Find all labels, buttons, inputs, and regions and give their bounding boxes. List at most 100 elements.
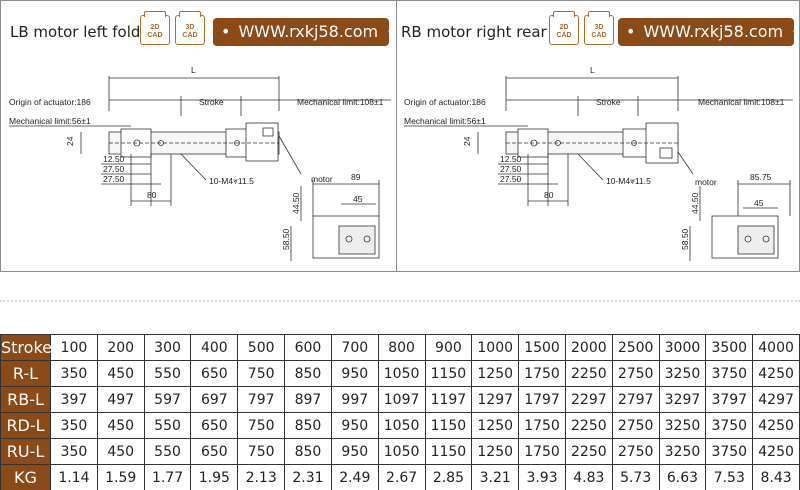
table-cell: 2750 bbox=[611, 438, 660, 465]
table-cell: 4297 bbox=[752, 386, 800, 413]
table-cell: 450 bbox=[96, 412, 145, 439]
origin-label: Origin of actuator:186 bbox=[9, 97, 91, 107]
table-cell: 450 bbox=[96, 438, 145, 465]
table-cell: 1750 bbox=[518, 438, 566, 465]
table-cell: 3250 bbox=[658, 360, 707, 387]
dim-1250-label: 12.50 bbox=[500, 154, 522, 164]
table-cell: 3297 bbox=[658, 386, 707, 413]
hole-spec-label: 10-M4⩔11.5 bbox=[209, 176, 254, 186]
table-cell: 2500 bbox=[611, 334, 660, 361]
table-cell: 350 bbox=[50, 360, 98, 387]
table-cell: 1050 bbox=[377, 360, 426, 387]
table-cell: 3750 bbox=[705, 438, 754, 465]
table-cell: 950 bbox=[330, 360, 379, 387]
row-header-cell: R-L bbox=[0, 360, 51, 387]
cad-3d-sublabel: CAD bbox=[591, 32, 607, 39]
table-cell: 3250 bbox=[658, 412, 707, 439]
drawing-panels: LB motor left fold 2D CAD 3D CAD •WWW.rx… bbox=[0, 0, 800, 272]
table-cell: 2.85 bbox=[424, 464, 473, 490]
table-cell: 200 bbox=[96, 334, 145, 361]
table-cell: 4000 bbox=[752, 334, 800, 361]
table-cell: 850 bbox=[284, 360, 332, 387]
table-cell: 4250 bbox=[752, 412, 800, 439]
table-cell: 4250 bbox=[752, 360, 800, 387]
table-cell: 697 bbox=[190, 386, 239, 413]
panel-title: RB motor right rear fold bbox=[401, 23, 580, 41]
table-cell: 100 bbox=[50, 334, 98, 361]
table-cell: 897 bbox=[284, 386, 332, 413]
dotted-divider bbox=[0, 300, 800, 302]
row-header-cell: Stroke bbox=[0, 334, 52, 361]
dim-L-label: L bbox=[191, 65, 196, 75]
dim-2750b-label: 27.50 bbox=[103, 174, 125, 184]
cad-3d-icon[interactable]: 3D CAD bbox=[584, 11, 614, 45]
dim-2750b-label: 27.50 bbox=[500, 174, 522, 184]
height-5850-label: 58.50 bbox=[281, 228, 291, 250]
cad-2d-icon[interactable]: 2D CAD bbox=[140, 11, 170, 45]
table-cell: 2.49 bbox=[330, 464, 379, 490]
motor-label: motor bbox=[695, 177, 717, 187]
table-cell: 997 bbox=[330, 386, 379, 413]
table-cell: 1250 bbox=[471, 360, 520, 387]
table-cell: 2250 bbox=[564, 412, 613, 439]
table-cell: 1500 bbox=[518, 334, 566, 361]
table-cell: 5.73 bbox=[611, 464, 660, 490]
mech-limit-right-label: Mechanical limit:108±1 bbox=[698, 97, 785, 107]
table-cell: 1250 bbox=[471, 438, 520, 465]
lb-technical-drawing: L Origin of actuator:186 Stroke Mechanic… bbox=[9, 65, 391, 261]
table-cell: 597 bbox=[143, 386, 192, 413]
dim-1250-label: 12.50 bbox=[103, 154, 125, 164]
table-cell: 2297 bbox=[564, 386, 613, 413]
website-link[interactable]: •WWW.rxkj58.com• bbox=[618, 18, 800, 46]
table-cell: 2750 bbox=[611, 360, 660, 387]
panel-title: LB motor left fold bbox=[10, 23, 141, 41]
table-cell: 950 bbox=[330, 438, 379, 465]
website-link[interactable]: •WWW.rxkj58.com• bbox=[213, 18, 396, 46]
table-cell: 550 bbox=[143, 360, 192, 387]
table-cell: 1.14 bbox=[50, 464, 98, 490]
table-cell: 6.63 bbox=[658, 464, 707, 490]
row-header-cell: RD-L bbox=[0, 412, 51, 439]
panel-rb: RB motor right rear fold 2D CAD 3D CAD •… bbox=[398, 1, 800, 271]
table-cell: 1250 bbox=[471, 412, 520, 439]
dim-24-label: 24 bbox=[462, 136, 472, 146]
cad-tab bbox=[553, 11, 575, 17]
table-cell: 2.67 bbox=[377, 464, 426, 490]
cad-2d-sublabel: CAD bbox=[556, 32, 572, 39]
table-cell: 3500 bbox=[705, 334, 754, 361]
width-total-label: 85.75 bbox=[750, 172, 772, 182]
mech-limit-left-label: Mechanical limit:56±1 bbox=[404, 116, 486, 126]
width-total-label: 89 bbox=[351, 172, 361, 182]
table-cell: 3.21 bbox=[471, 464, 520, 490]
origin-label: Origin of actuator:186 bbox=[404, 97, 486, 107]
dim-L-label: L bbox=[590, 65, 595, 75]
width-45-label: 45 bbox=[353, 194, 363, 204]
table-cell: 1750 bbox=[518, 412, 566, 439]
table-cell: 2000 bbox=[564, 334, 613, 361]
cad-3d-icon[interactable]: 3D CAD bbox=[175, 11, 205, 45]
table-cell: 7.53 bbox=[705, 464, 754, 490]
table-cell: 850 bbox=[284, 412, 332, 439]
table-cell: 800 bbox=[377, 334, 426, 361]
bullet-icon: • bbox=[791, 22, 800, 41]
table-cell: 750 bbox=[237, 360, 286, 387]
table-cell: 4.83 bbox=[564, 464, 613, 490]
table-cell: 3000 bbox=[658, 334, 707, 361]
motor-label: motor bbox=[311, 174, 333, 184]
table-cell: 2250 bbox=[564, 360, 613, 387]
cad-tab bbox=[144, 11, 166, 17]
cad-2d-label: 2D bbox=[559, 24, 569, 31]
table-cell: 600 bbox=[284, 334, 332, 361]
stroke-label: Stroke bbox=[199, 97, 224, 107]
table-cell: 1.59 bbox=[96, 464, 145, 490]
bullet-icon: • bbox=[386, 22, 396, 41]
table-cell: 650 bbox=[190, 438, 239, 465]
table-cell: 1050 bbox=[377, 438, 426, 465]
table-cell: 700 bbox=[330, 334, 379, 361]
table-cell: 3750 bbox=[705, 360, 754, 387]
table-cell: 497 bbox=[96, 386, 145, 413]
height-4450-label: 44.50 bbox=[291, 192, 301, 214]
cad-2d-icon[interactable]: 2D CAD bbox=[549, 11, 579, 45]
